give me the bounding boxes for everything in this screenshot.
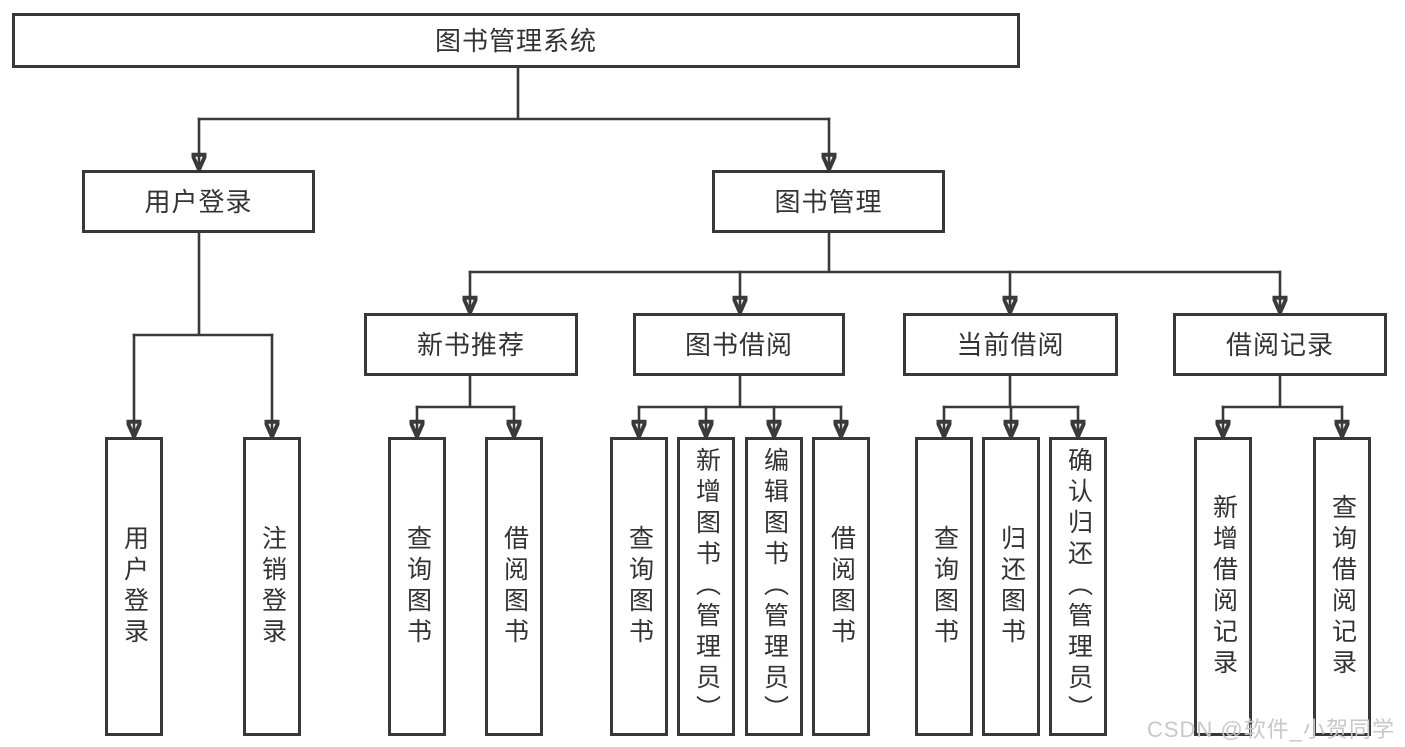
- node-leaf-cur-query-book: 查询图书: [915, 437, 973, 736]
- leaf-label: 查询借阅记录: [1328, 493, 1357, 680]
- leaf-label: 查询图书: [930, 524, 959, 649]
- node-leaf-rec-query-book: 查询图书: [388, 437, 446, 736]
- node-leaf-recd-query-record: 查询借阅记录: [1313, 437, 1371, 736]
- node-leaf-bor-borrow-book: 借阅图书: [812, 437, 870, 736]
- connector-root-trunk: [197, 66, 831, 121]
- leaf-label: 归还图书: [997, 524, 1026, 649]
- leaf-label: 确认归还（管理员）: [1064, 447, 1093, 726]
- connector-book-mgmt-trunk: [468, 231, 1282, 274]
- connector-book-borrow-trunk: [637, 374, 843, 409]
- connector-new-book-rec-trunk: [415, 374, 516, 409]
- node-leaf-recd-add-record: 新增借阅记录: [1194, 437, 1252, 736]
- leaf-label: 查询图书: [403, 524, 432, 649]
- node-current-borrow: 当前借阅: [903, 313, 1118, 376]
- node-leaf-login: 用户登录: [105, 437, 163, 736]
- node-leaf-logout: 注销登录: [243, 437, 301, 736]
- leaf-label: 新增图书（管理员）: [692, 447, 721, 726]
- node-root: 图书管理系统: [12, 13, 1020, 68]
- node-leaf-rec-borrow-book: 借阅图书: [485, 437, 543, 736]
- leaf-label: 借阅图书: [827, 524, 856, 649]
- leaf-label: 用户登录: [120, 524, 149, 649]
- node-leaf-cur-confirm-return: 确认归还（管理员）: [1049, 437, 1107, 736]
- node-leaf-bor-query-book: 查询图书: [610, 437, 668, 736]
- connector-borrow-records-trunk: [1221, 374, 1344, 409]
- node-user-login: 用户登录: [82, 170, 315, 233]
- leaf-label: 借阅图书: [500, 524, 529, 649]
- node-leaf-cur-return-book: 归还图书: [982, 437, 1040, 736]
- node-leaf-bor-edit-book: 编辑图书（管理员）: [745, 437, 803, 736]
- leaf-label: 新增借阅记录: [1209, 493, 1238, 680]
- leaf-label: 注销登录: [258, 524, 287, 649]
- leaf-label: 编辑图书（管理员）: [760, 447, 789, 726]
- connector-current-borrow-trunk: [942, 374, 1080, 409]
- node-book-mgmt: 图书管理: [712, 170, 945, 233]
- node-borrow-records: 借阅记录: [1173, 313, 1387, 376]
- node-book-borrow: 图书借阅: [633, 313, 845, 376]
- connector-user-login-trunk: [132, 231, 274, 337]
- node-leaf-bor-add-book: 新增图书（管理员）: [677, 437, 735, 736]
- node-new-book-rec: 新书推荐: [364, 313, 578, 376]
- leaf-label: 查询图书: [625, 524, 654, 649]
